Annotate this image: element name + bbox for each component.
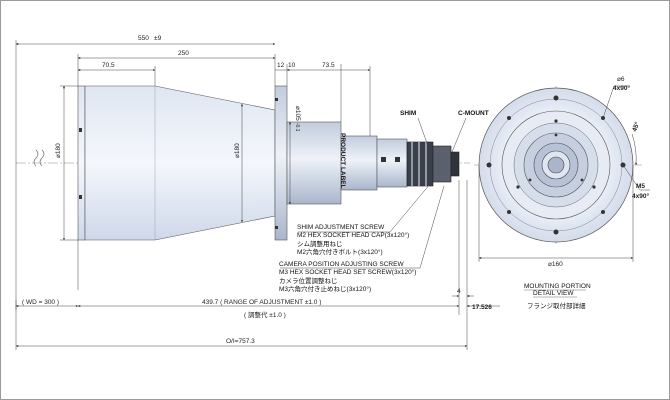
dim-m5: M5 [636,183,645,190]
dim-adjust-range: 439.7 ( RANGE OF ADJUSTMENT ±1.0 ) [202,299,321,306]
dim-front-73: 73.5 [322,62,335,69]
dim-flange-10: 10 [288,62,296,69]
cam-screw-spec: M3 HEX SOCKET HEAD SET SCREW(3x120°) [279,268,416,276]
dim-body-250: 250 [178,50,189,57]
dim-dia-105: ⌀105-0.1 [294,106,301,132]
dim-dia-160: ⌀160 [548,261,563,268]
mount-hole-icon [553,95,559,101]
dim-rear-70: 70.5 [102,62,115,69]
dim-flange-distance: 17.526 [472,304,492,311]
mount-title-line1: MOUNTING PORTION [524,283,591,290]
dim-angle-45: 45° [630,120,641,132]
dimension-texts: 550 ±9 250 70.5 12 10 73.5 ⌀180 ⌀180 ⌀10… [22,35,492,345]
mount-title-line2: DETAIL VIEW [533,290,574,297]
shim-screw-label: SHIM ADJUSTMENT SCREW [297,224,385,231]
conical-body [84,85,276,241]
front-barrel [286,121,342,205]
adjust-ring [376,138,408,188]
dim-dia-6: ⌀6 [617,76,625,83]
mount-title-jp: フランジ取付部詳細 [527,301,586,310]
cam-screw-jp-spec: M3六角穴付き止めねじ(3x120°) [279,284,371,293]
cam-screw-label: CAMERA POSITION ADJUSTING SCREW [279,261,404,268]
dim-flange-12: 12 [277,62,285,69]
tapped-hole-icon [601,210,605,214]
break-mark [33,149,39,167]
rear-screw-icon [79,195,82,199]
product-label-text: PRODUCT LABEL [339,133,346,189]
part-labels: PRODUCT LABEL SHIM C-MOUNT SHIM ADJUSTME… [279,110,489,293]
shim-screw-spec: M2 HEX SOCKET HEAD CAP(3x120°) [297,231,409,239]
screw-icon [381,157,386,162]
dim-overall-length: 550 [138,35,149,42]
dim-qty-4x90-top: 4x90° [613,84,630,92]
barrel-step [340,135,378,191]
screw-icon [395,157,400,162]
lens-side-view [16,85,470,241]
c-mount-label: C-MOUNT [458,110,489,117]
tapped-hole-icon [507,210,511,214]
leader-lines [280,117,467,269]
dim-oi: O/I=757.3 [226,338,255,345]
detail-dimension-texts: ⌀160 ⌀6 4x90° 45° M5 4x90° [548,76,649,268]
tapped-hole-icon [507,116,511,120]
flange [274,85,288,241]
lens-glass [547,156,565,174]
shim-screw-jp: シム調整用ねじ [297,239,343,248]
rear-cap [77,85,86,241]
mount-hole-icon [486,162,492,168]
mounting-detail-view [474,86,642,246]
shim-screw-jp-spec: M2六角穴付きボルト(3x120°) [297,247,383,256]
dim-wd: ( WD = 300 ) [22,299,59,306]
dim-dia-180-mid: ⌀180 [234,143,241,158]
c-mount [432,145,452,183]
dimension-lines [15,40,500,350]
detail-view-title: MOUNTING PORTION DETAIL VIEW フランジ取付部詳細 [524,283,591,310]
dim-dia-180-rear: ⌀180 [55,143,62,158]
mount-hole-icon [553,229,559,235]
detail-dimension-lines [478,85,650,262]
dim-qty-4x90-right: 4x90° [632,192,649,200]
shim-label: SHIM [400,110,416,117]
dim-gap-4: 4 [457,288,461,295]
rear-screw-icon [79,128,82,132]
dim-overall-tol: ±9 [154,35,162,42]
dim-adjust-range-jp: ( 調整代 ±1.0 ) [244,310,286,319]
cam-screw-jp: カメラ位置調整ねじ [279,276,338,285]
